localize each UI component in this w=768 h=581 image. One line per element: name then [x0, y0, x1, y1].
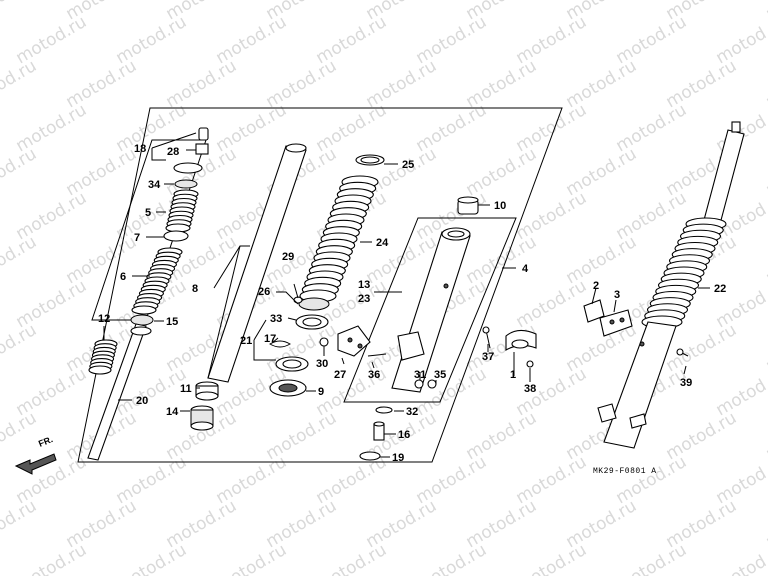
callout-33: 33 [270, 313, 282, 325]
watermark-text: motod.ru [713, 452, 768, 508]
watermark-text: motod.ru [763, 496, 768, 552]
front-label: FR. [37, 434, 54, 449]
watermark-text: motod.ru [713, 12, 768, 68]
watermark-text: motod.ru [0, 144, 40, 200]
watermark-text: motod.ru [0, 320, 40, 376]
callout-23: 23 [358, 293, 370, 305]
callout-1: 1 [510, 369, 516, 381]
callout-32: 32 [406, 406, 418, 418]
spring-coil [89, 366, 111, 374]
watermark-text: motod.ru [763, 408, 768, 464]
callout-20: 20 [136, 395, 148, 407]
watermark-text: motod.ru [763, 144, 768, 200]
callout-19: 19 [392, 452, 404, 464]
callout-8: 8 [192, 283, 198, 295]
callout-18: 18 [134, 143, 146, 155]
callout-30: 30 [316, 358, 328, 370]
cap-bolt-part [199, 128, 208, 140]
callout-12: 12 [98, 313, 110, 325]
callout-15: 15 [166, 316, 178, 328]
watermark-text: motod.ru [513, 540, 591, 576]
callout-36: 36 [368, 369, 380, 381]
callout-37: 37 [482, 351, 494, 363]
callout-4: 4 [522, 263, 529, 275]
callout-22: 22 [714, 283, 726, 295]
callout-2: 2 [593, 280, 599, 292]
diagram-code: MK29-F0801 A [593, 467, 657, 476]
callout-24: 24 [376, 237, 389, 249]
watermark-text: motod.ru [413, 540, 491, 576]
callout-25: 25 [402, 159, 414, 171]
callout-9: 9 [318, 386, 324, 398]
callout-39: 39 [680, 377, 692, 389]
callout-27: 27 [334, 369, 346, 381]
callout-13: 13 [358, 279, 370, 291]
callout-26: 26 [258, 286, 270, 298]
callout-3: 3 [614, 289, 620, 301]
collar-part [175, 180, 197, 188]
callout-16: 16 [398, 429, 410, 441]
spring-coil [132, 306, 156, 314]
watermark-text: motod.ru [763, 320, 768, 376]
watermark-text: motod.ru [0, 408, 40, 464]
callout-34: 34 [148, 179, 161, 191]
callout-21: 21 [240, 335, 252, 347]
watermark-text: motod.ru [713, 364, 768, 420]
callout-29: 29 [282, 251, 294, 263]
watermark-text: motod.ru [613, 540, 691, 576]
callout-17: 17 [264, 333, 276, 345]
watermark-text: motod.ru [763, 56, 768, 112]
callout-28: 28 [167, 146, 179, 158]
spring-seat-part [174, 163, 202, 173]
callout-7: 7 [134, 232, 140, 244]
callout-14: 14 [166, 406, 179, 418]
washer-30-part [320, 338, 328, 346]
watermark-text: motod.ru [313, 540, 391, 576]
watermark-text: motod.ru [0, 232, 40, 288]
watermark-text: motod.ru [0, 0, 40, 24]
callout-35: 35 [434, 369, 446, 381]
callout-38: 38 [524, 383, 536, 395]
watermark-text: motod.ru [113, 540, 191, 576]
front-direction-arrow: FR. [16, 434, 56, 474]
watermark-text: motod.ru [0, 496, 40, 552]
watermark-text: motod.ru [213, 540, 291, 576]
callout-6: 6 [120, 271, 126, 283]
watermark-text: motod.ru [0, 56, 40, 112]
watermark-text: motod.ru [763, 232, 768, 288]
watermark-text: motod.ru [13, 540, 91, 576]
callout-5: 5 [145, 207, 151, 219]
callout-11: 11 [180, 383, 192, 395]
watermark-text: motod.ru [713, 540, 768, 576]
callout-10: 10 [494, 200, 506, 212]
callout-31: 31 [414, 369, 426, 381]
lock-nut-part [196, 144, 208, 154]
